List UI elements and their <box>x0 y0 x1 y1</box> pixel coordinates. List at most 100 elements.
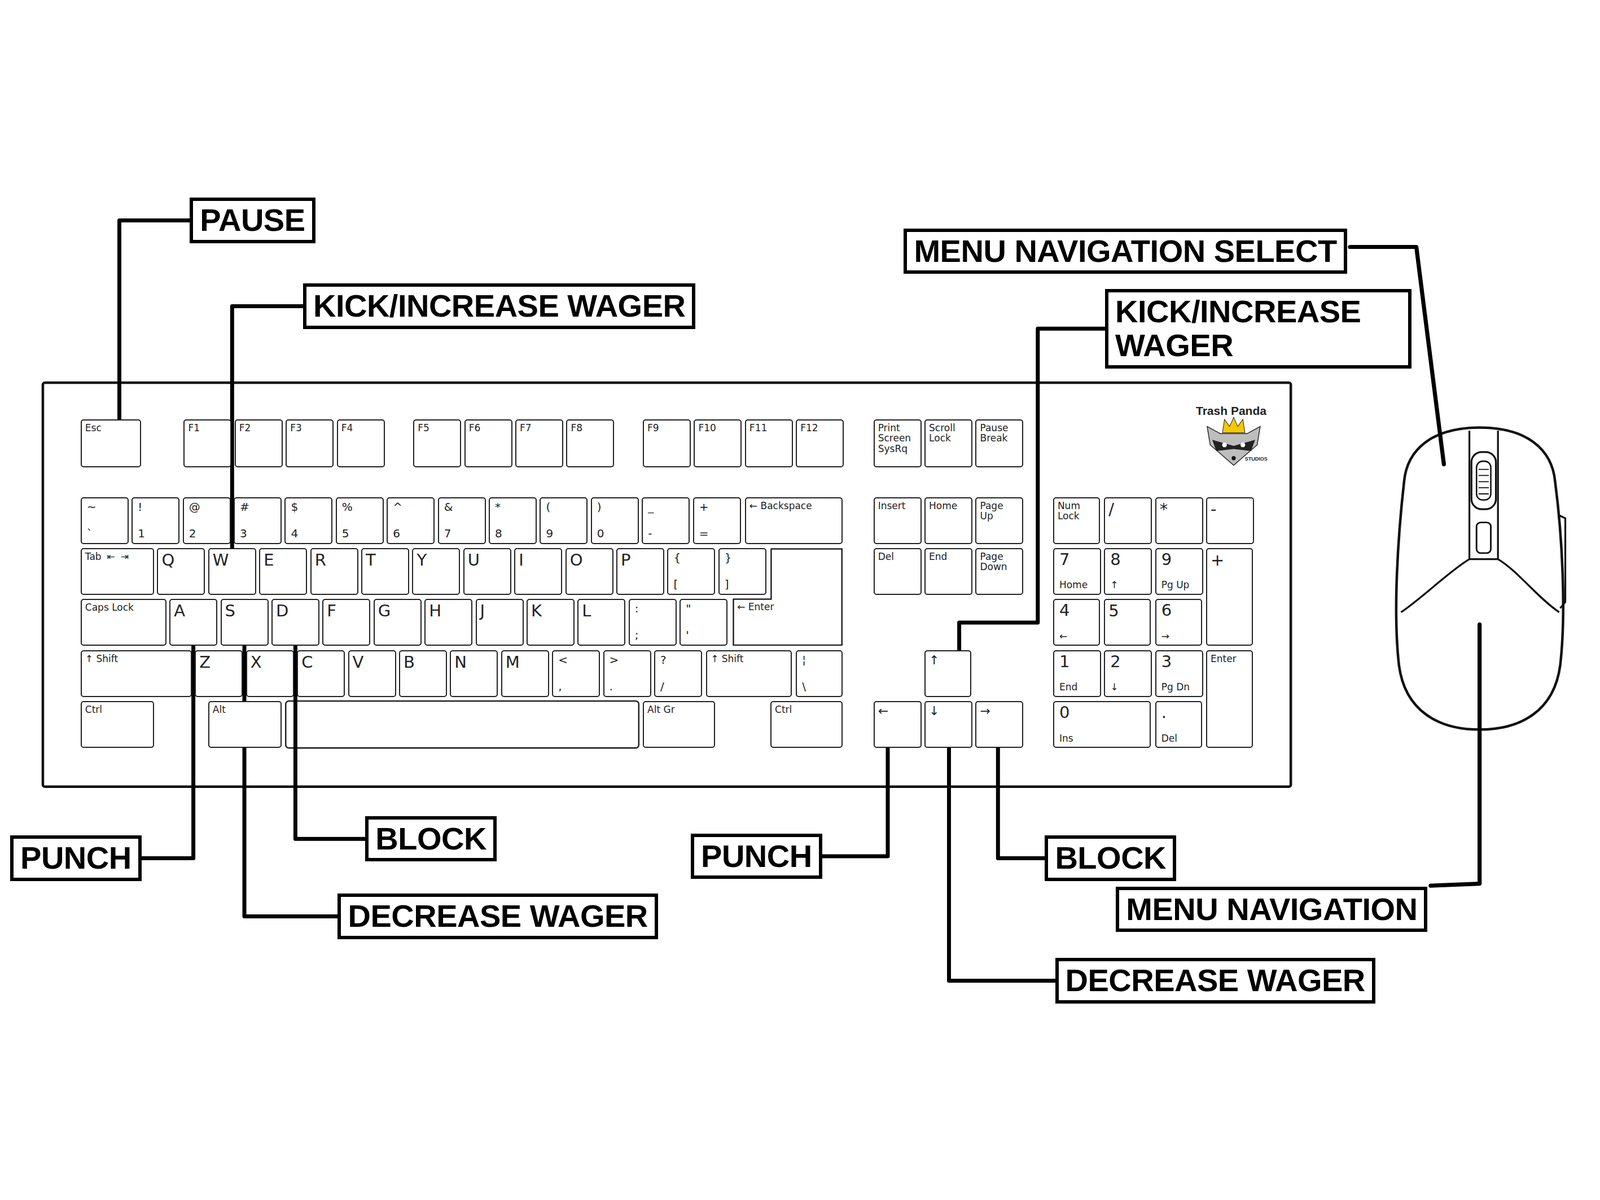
key-legend: = <box>699 527 735 540</box>
keyboard-key: #3 <box>233 497 282 545</box>
key-legend: + <box>1210 551 1249 570</box>
key-legend: 5 <box>1108 602 1147 621</box>
keyboard-key: / <box>1103 497 1152 545</box>
key-legend: F3 <box>290 422 330 433</box>
key-legend: Pg Dn <box>1161 681 1198 693</box>
key-legend: 9 <box>545 527 582 540</box>
keyboard-key: Alt Gr <box>642 700 716 748</box>
key-legend: G <box>378 602 418 621</box>
keyboard-key: N <box>449 650 498 698</box>
key-legend: F12 <box>800 422 840 433</box>
key-legend: 6 <box>392 527 429 540</box>
key-legend: ⇥ <box>120 551 129 563</box>
key-legend: P <box>620 551 660 570</box>
keyboard-key: C <box>296 650 345 698</box>
keyboard-key: 0Ins <box>1053 700 1152 748</box>
key-legend: { <box>673 551 709 564</box>
key-legend: Esc <box>85 422 137 433</box>
keyboard-key: I <box>514 548 563 595</box>
key-legend: < <box>558 653 594 666</box>
key-legend: Z <box>199 653 239 672</box>
keyboard-key: ¦\ <box>795 650 843 698</box>
keyboard-key: Y <box>411 548 460 595</box>
key-legend: L <box>581 602 621 621</box>
keyboard-key: 6→ <box>1155 598 1203 646</box>
keyboard-key: 1End <box>1053 650 1102 698</box>
key-legend: V <box>352 653 392 672</box>
key-legend: ← <box>1059 630 1094 642</box>
keyboard-key: D <box>271 598 320 646</box>
space-bar <box>285 700 639 748</box>
key-legend: 0 <box>597 527 633 540</box>
keyboard-key: Scroll Lock <box>924 419 973 468</box>
keyboard-key: ↑ Shift <box>80 650 192 698</box>
key-legend: 1 <box>1059 652 1095 672</box>
key-legend: & <box>444 500 480 514</box>
key-legend: C <box>301 653 341 672</box>
key-legend: End <box>1059 681 1095 693</box>
key-legend: Alt <box>212 704 278 715</box>
keyboard-key: 9Pg Up <box>1155 548 1204 595</box>
callout-text: PUNCH <box>20 840 132 875</box>
callout-label: KICK/INCREASE WAGER <box>1105 288 1411 369</box>
key-legend: % <box>342 500 378 514</box>
keyboard-key: + <box>1206 548 1253 647</box>
key-legend: Del <box>878 551 918 562</box>
key-legend: - <box>647 527 684 540</box>
key-legend: ↑ Shift <box>710 653 788 664</box>
key-legend: Insert <box>878 500 918 511</box>
keyboard-key: V <box>348 650 397 698</box>
keyboard-key: %5 <box>335 497 384 545</box>
key-legend: Home <box>1059 579 1095 591</box>
key-legend: End <box>928 551 968 562</box>
keyboard-key: F5 <box>413 419 462 468</box>
key-legend: F10 <box>698 422 738 433</box>
key-legend: 6 <box>1161 601 1196 620</box>
key-legend: 7 <box>1059 550 1095 569</box>
key-legend: ← <box>878 704 918 718</box>
keyboard-key: += <box>693 497 742 545</box>
keyboard-key: O <box>565 548 614 595</box>
logo-mask <box>1212 439 1256 451</box>
key-legend: - <box>1210 500 1250 519</box>
keyboard-key: !1 <box>131 497 180 545</box>
keyboard-key: ^6 <box>386 497 435 545</box>
keyboard-key: 8↑ <box>1103 548 1152 595</box>
keyboard-key: L <box>577 598 626 646</box>
enter-key-outline <box>732 548 843 647</box>
keyboard-key: 4← <box>1053 598 1100 646</box>
key-legend: ⇤ <box>107 551 116 563</box>
key-legend: U <box>467 551 507 570</box>
keyboard-key: * <box>1155 497 1204 545</box>
key-legend: D <box>275 602 315 621</box>
key-legend: Pause Break <box>979 422 1019 444</box>
callout-label: PUNCH <box>10 835 142 881</box>
keyboard-key: F3 <box>285 419 334 468</box>
key-legend: ← Enter <box>737 601 774 613</box>
keyboard-key: R <box>310 548 359 595</box>
keyboard-key: F6 <box>464 419 513 468</box>
mouse-wheel <box>1471 452 1496 510</box>
key-legend: 8 <box>494 527 531 540</box>
key-legend: ( <box>545 500 582 514</box>
keyboard-key: Esc <box>80 419 142 468</box>
mouse-button-split <box>1469 430 1499 560</box>
key-legend: Enter <box>1210 653 1249 664</box>
keyboard-key: K <box>526 598 575 646</box>
keyboard-key: T <box>361 548 410 595</box>
callout-label: MENU NAVIGATION <box>1115 886 1428 932</box>
logo-eye <box>1221 442 1227 447</box>
keyboard-key: Caps Lock <box>80 598 167 646</box>
key-legend: ↑ <box>1110 579 1146 591</box>
keyboard-key: "' <box>679 598 728 646</box>
key-legend: J <box>480 602 520 621</box>
key-legend: 0 <box>1059 703 1146 722</box>
key-legend: Scroll Lock <box>928 422 968 444</box>
key-legend: 1 <box>137 527 174 540</box>
key-legend: B <box>403 653 443 672</box>
key-legend: ; <box>634 628 671 642</box>
key-legend: Page Down <box>979 551 1019 573</box>
keyboard-key: :; <box>628 598 677 646</box>
keyboard-key: M <box>501 650 550 698</box>
